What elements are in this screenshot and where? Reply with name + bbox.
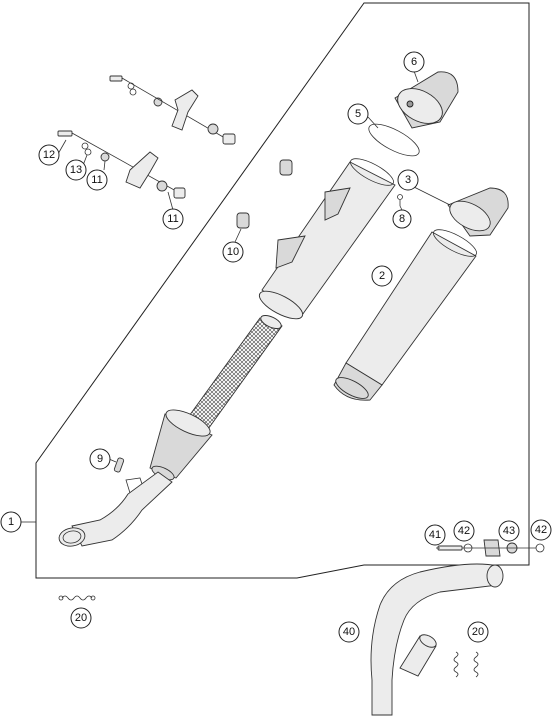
callout-11-upper: 11 bbox=[86, 169, 108, 191]
link-pipe bbox=[58, 471, 173, 547]
spring-20-right bbox=[453, 651, 479, 678]
leader-10 bbox=[234, 228, 242, 243]
callout-11-lower: 11 bbox=[162, 208, 184, 230]
callout-41: 41 bbox=[424, 524, 446, 546]
callout-1: 1 bbox=[0, 511, 22, 533]
silencer-inner-shell bbox=[258, 158, 396, 320]
silencer-sleeve-2 bbox=[333, 229, 477, 401]
spring-20-left bbox=[58, 595, 96, 601]
end-cap-3 bbox=[447, 187, 509, 237]
callout-12: 12 bbox=[38, 144, 60, 166]
callout-11-upper-label: 11 bbox=[91, 174, 102, 186]
leader-8 bbox=[399, 205, 403, 211]
callout-8: 8 bbox=[392, 209, 412, 229]
callout-8-label: 8 bbox=[399, 213, 405, 225]
inlet-cone bbox=[149, 409, 213, 481]
callout-20-left: 20 bbox=[70, 607, 92, 629]
clamp-9 bbox=[113, 457, 145, 494]
screw-8 bbox=[397, 194, 403, 206]
bracket-upper bbox=[109, 75, 236, 145]
leader-11a bbox=[103, 160, 106, 171]
flange-hardware bbox=[437, 539, 545, 557]
callout-42-left: 42 bbox=[453, 520, 475, 542]
callout-20-left-label: 20 bbox=[75, 612, 87, 624]
callout-12-label: 12 bbox=[43, 149, 55, 161]
callout-2: 2 bbox=[371, 265, 393, 287]
callout-6-label: 6 bbox=[411, 56, 417, 68]
bushing-upper bbox=[279, 159, 293, 176]
callout-6: 6 bbox=[403, 51, 425, 73]
callout-9: 9 bbox=[89, 448, 111, 470]
callout-10: 10 bbox=[222, 241, 244, 263]
header-pipe-40 bbox=[370, 563, 504, 716]
leader-5 bbox=[367, 116, 379, 129]
callout-41-label: 41 bbox=[429, 529, 441, 541]
leader-12 bbox=[57, 139, 67, 155]
bushing-lower bbox=[236, 212, 250, 229]
leader-3 bbox=[411, 185, 451, 206]
callout-40-label: 40 bbox=[343, 626, 355, 638]
callout-20-right: 20 bbox=[467, 621, 489, 643]
callout-3: 3 bbox=[397, 169, 419, 191]
callout-42-right-label: 42 bbox=[535, 524, 547, 536]
callout-3-label: 3 bbox=[405, 174, 411, 186]
callout-9-label: 9 bbox=[97, 453, 103, 465]
callout-2-label: 2 bbox=[379, 270, 385, 282]
callout-20-right-label: 20 bbox=[472, 626, 484, 638]
leader-6 bbox=[413, 70, 419, 83]
callout-13-label: 13 bbox=[70, 164, 82, 176]
assembly-boundary bbox=[35, 2, 530, 579]
bracket-lower bbox=[57, 130, 186, 199]
callout-43-label: 43 bbox=[503, 525, 515, 537]
gasket-ring-5 bbox=[368, 123, 420, 157]
callout-10-label: 10 bbox=[227, 246, 239, 258]
perforated-tube bbox=[183, 317, 283, 433]
callout-13: 13 bbox=[65, 159, 87, 181]
callout-5: 5 bbox=[347, 103, 369, 125]
callout-40: 40 bbox=[338, 621, 360, 643]
callout-1-label: 1 bbox=[8, 516, 14, 528]
callout-42-left-label: 42 bbox=[458, 525, 470, 537]
callout-43: 43 bbox=[498, 520, 520, 542]
leader-11b bbox=[167, 191, 174, 211]
callout-42-right: 42 bbox=[530, 519, 552, 541]
end-cap-6 bbox=[394, 71, 459, 129]
callout-5-label: 5 bbox=[355, 108, 361, 120]
callout-11-lower-label: 11 bbox=[167, 213, 178, 225]
